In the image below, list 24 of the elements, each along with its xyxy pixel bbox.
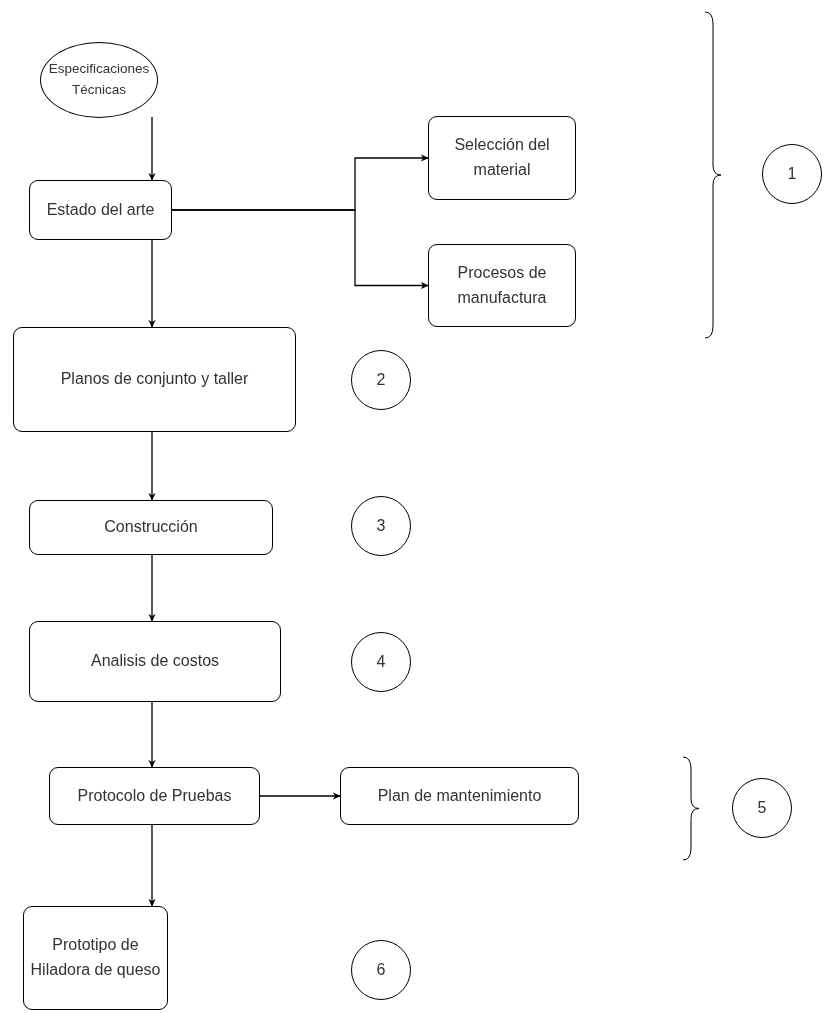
- step-number-circle: 6: [351, 940, 411, 1000]
- step-number-circle: 1: [762, 144, 822, 204]
- arrow: [148, 239, 156, 328]
- arrow: [148, 554, 156, 622]
- process-box: Construcción: [29, 500, 273, 555]
- process-box: Protocolo de Pruebas: [49, 767, 260, 825]
- step-number-circle: 5: [732, 778, 792, 838]
- arrow: [148, 431, 156, 501]
- process-box: Analisis de costos: [29, 621, 281, 702]
- process-box: Plan de mantenimiento: [340, 767, 579, 825]
- arrow: [148, 116, 156, 181]
- arrow: [171, 209, 429, 290]
- arrow: [148, 701, 156, 768]
- arrow: [148, 824, 156, 907]
- step-number-circle: 2: [351, 350, 411, 410]
- arrow: [259, 792, 341, 800]
- process-box: Planos de conjunto y taller: [13, 327, 296, 432]
- step-number-circle: 3: [351, 496, 411, 556]
- start-ellipse: Especificaciones Técnicas: [40, 42, 158, 118]
- process-box: Estado del arte: [29, 180, 172, 240]
- step-number-circle: 4: [351, 632, 411, 692]
- process-box: Procesos de manufactura: [428, 244, 576, 327]
- process-box: Selección del material: [428, 116, 576, 200]
- process-box: Prototipo de Hiladora de queso: [23, 906, 168, 1010]
